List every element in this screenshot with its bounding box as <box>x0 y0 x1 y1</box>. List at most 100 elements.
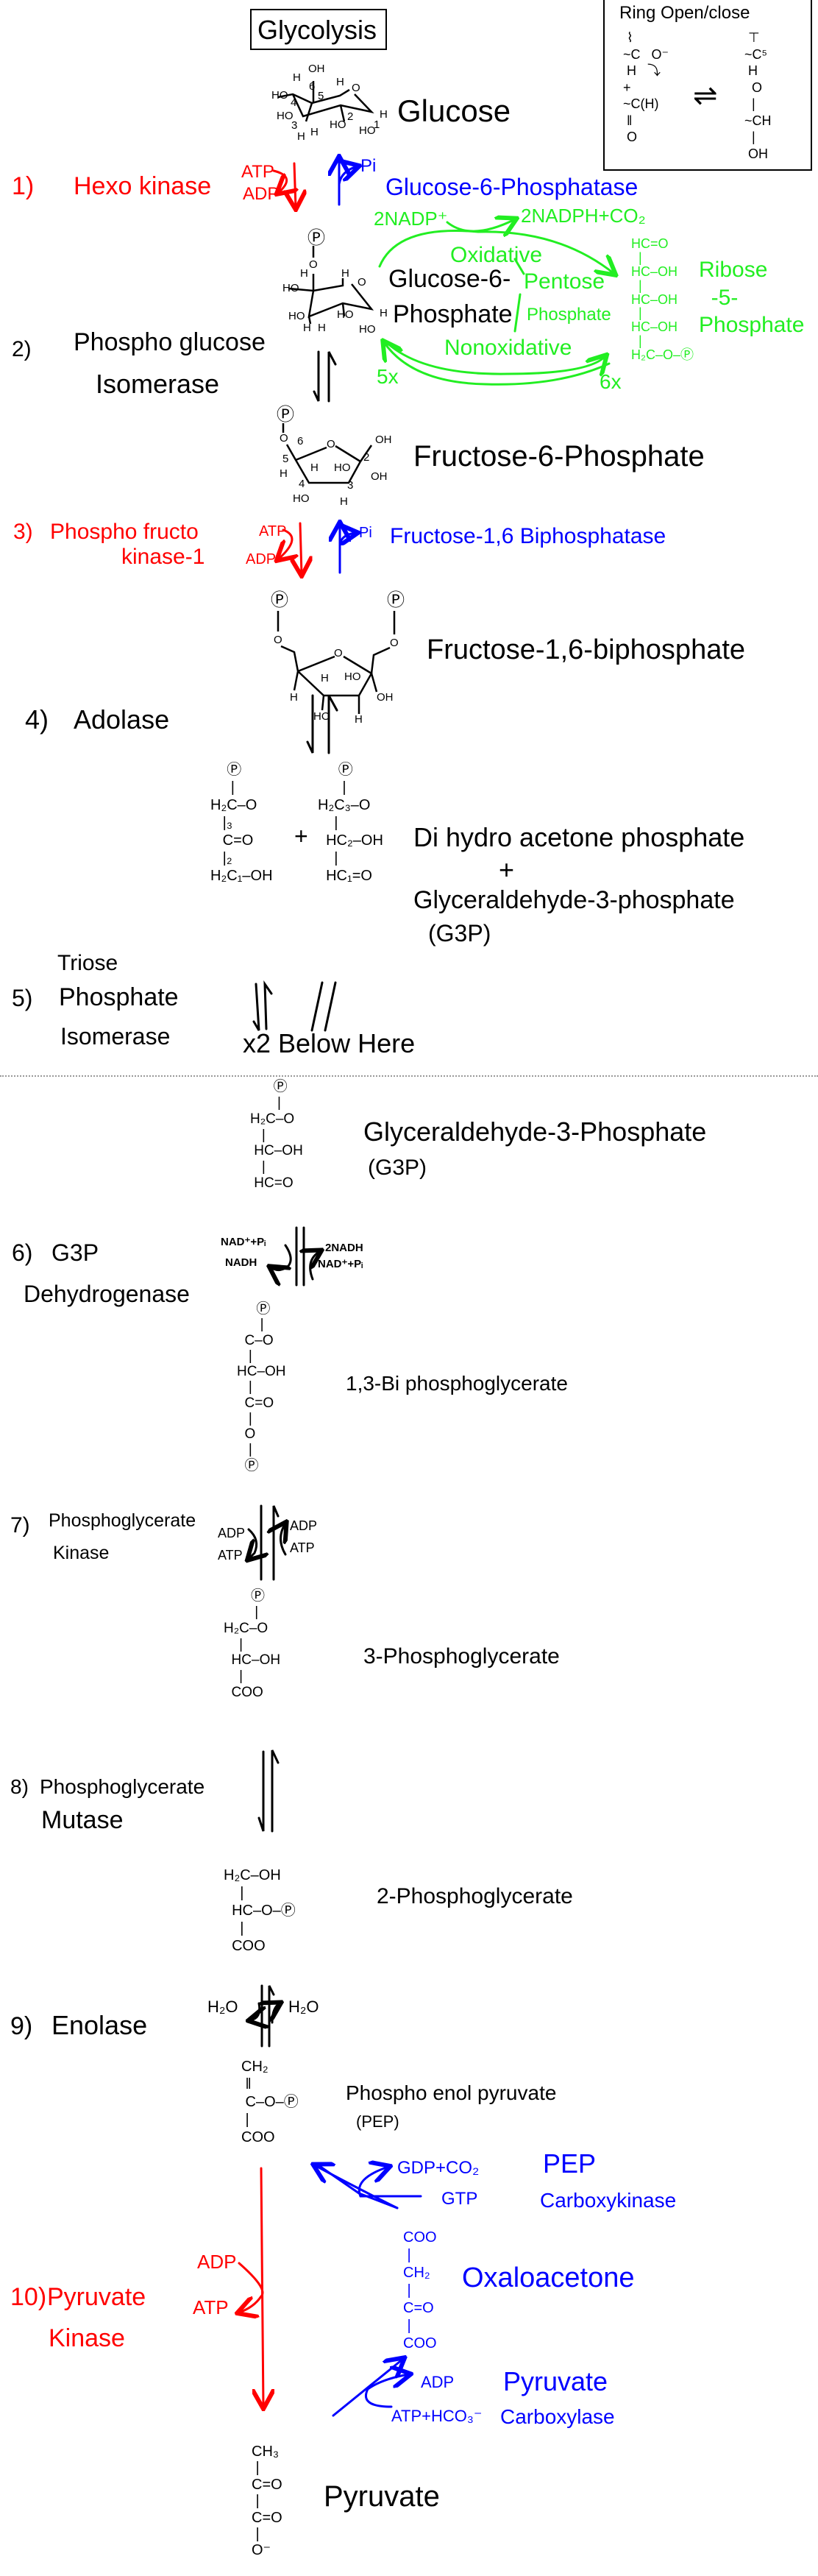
f6p-atom-label: 2 <box>363 451 370 464</box>
nonoxidative-arc-left <box>384 342 611 386</box>
h2o-in-label: H₂O <box>288 1998 319 2016</box>
adp-in-label-7: ADP <box>218 1526 246 1540</box>
g6p-atom-label: H <box>303 322 311 334</box>
pfk1-label-line2: kinase-1 <box>121 545 205 569</box>
nad-in-curve <box>271 1244 292 1270</box>
glucose-atom-label: H <box>297 130 305 143</box>
g3p-dehydrogenase-line2: Dehydrogenase <box>24 1281 190 1307</box>
adp-atp-curve-10 <box>239 2262 264 2313</box>
g3p-structure-a: Ⓟ | H₂C₃–O | HC₂–OH | HC₁=O <box>318 762 383 884</box>
g3p-label: Glyceraldehyde-3-phosphate <box>413 886 735 914</box>
fructose-bisphosphatase-label: Fructose-1,6 Biphosphatase <box>390 524 666 548</box>
pfk1-arrow <box>300 522 302 574</box>
g6p-atom-label: Ⓟ <box>307 228 325 248</box>
phosphoglycerate-kinase-line1: Phosphoglycerate <box>49 1510 196 1531</box>
bpg-label: 1,3-Bi phosphoglycerate <box>346 1372 568 1395</box>
phosphoglycerate-mutase-line2: Mutase <box>41 1806 124 1834</box>
atp-adp-curve-pc <box>365 2374 409 2408</box>
g3p-structure-b: Ⓟ | H₂C–O | HC–OH | HC=O <box>250 1079 303 1192</box>
glucose-atom-label: H <box>310 126 319 138</box>
eq-arrow-8 <box>257 1749 280 1833</box>
nonoxidative-label: Nonoxidative <box>444 336 572 360</box>
pi-release-curve-3 <box>340 533 356 546</box>
g6p-atom-label: H <box>300 267 308 280</box>
hexokinase-label: Hexo kinase <box>74 172 212 200</box>
eq-arrow-2 <box>313 350 337 403</box>
adp-label-10: ADP <box>197 2251 237 2273</box>
f6p-atom-label: 3 <box>347 479 354 492</box>
ribose-5-phosphate-structure: HC=O | HC–OH | HC–OH | HC–OH | H₂C–O–Ⓟ <box>631 236 694 363</box>
step-9-number: 9) <box>10 2012 33 2040</box>
gtp-label: GTP <box>441 2189 478 2209</box>
2pg-structure: H₂C–OH | HC–O–Ⓟ | COO <box>224 1867 296 1954</box>
gtp-gdp-curve <box>358 2167 422 2198</box>
adp-atp-rev-curve-7 <box>281 1524 286 1556</box>
pentose-label: Pentose <box>524 269 605 294</box>
nadp-label: 2NADP⁺ <box>374 208 448 230</box>
f6p-atom-label: OH <box>371 470 388 483</box>
oxaloacetate-label: Oxaloacetone <box>462 2262 635 2293</box>
f6p-atom-label: Ⓟ <box>277 405 294 425</box>
phosphoglycerate-mutase-line1: Phosphoglycerate <box>40 1775 205 1798</box>
g3p-label-b: Glyceraldehyde-3-Phosphate <box>363 1117 707 1147</box>
f16bp-label: Fructose-1,6-biphosphate <box>427 634 746 665</box>
adp-label: ADP <box>243 184 280 204</box>
glucose-label: Glucose <box>397 93 511 128</box>
pi-label: Pi <box>360 156 377 176</box>
h2o-out-label: H₂O <box>207 1998 238 2016</box>
nad-pi-in-label: NAD⁺+Pᵢ <box>221 1236 266 1248</box>
g3p-abbrev: (G3P) <box>428 920 491 946</box>
isomerase-label: Isomerase <box>96 369 220 399</box>
g6p-atom-label: H <box>341 267 349 280</box>
h2o-out-curve <box>250 2002 260 2020</box>
page-title: Glycolysis <box>257 15 377 45</box>
g3p-abbrev-b: (G3P) <box>368 1156 427 1180</box>
f6p-atom-label: H <box>340 495 348 508</box>
f6p-atom-label: 5 <box>282 453 289 465</box>
f6p-atom-label: O <box>280 432 288 445</box>
pc-label-line1: Pyruvate <box>503 2366 608 2396</box>
nadh-out-label: NADH <box>225 1256 257 1269</box>
phosphoglucose-label: Phospho glucose <box>74 328 266 356</box>
glucose-6-phosphatase-label: Glucose-6-Phosphatase <box>385 174 639 200</box>
glucose-atom-label: 2 <box>347 110 354 123</box>
nonoxidative-arc-right <box>383 339 605 374</box>
glucose-atom-label: HO <box>271 89 288 102</box>
pyruvate-label: Pyruvate <box>324 2480 440 2513</box>
eq-arrow-5 <box>252 980 273 1031</box>
2pg-label: 2-Phosphoglycerate <box>377 1884 573 1908</box>
nad-pi-out-label: NAD⁺+Pᵢ <box>318 1258 363 1270</box>
f6p-ring-bonds <box>282 423 373 484</box>
multiplier-6x: 6x <box>600 370 622 393</box>
g6p-atom-label: HO <box>288 310 305 322</box>
pentose-divider <box>513 258 525 333</box>
pepck-label-line1: PEP <box>543 2148 597 2179</box>
oxaloacetate-structure: COO | CH₂ | C=O | COO <box>403 2229 437 2352</box>
g6p-atom-label: HO <box>337 308 354 321</box>
glucose-atom-label: 6 <box>309 80 316 93</box>
ring-open-structure: ⌇ ~C O⁻ H ⤵ + ~C(H) ‖ O <box>623 30 669 144</box>
adp-label-3: ADP <box>246 551 277 567</box>
equilibrium-icon: ⇌ <box>693 79 718 112</box>
pi-label-3: Pi <box>359 525 372 541</box>
ring-box-title: Ring Open/close <box>619 3 750 23</box>
f6p-atom-label: HO <box>334 461 351 474</box>
f16bp-atom-label: OH <box>377 691 394 704</box>
glucose-atom-label: HO <box>277 110 294 122</box>
glucose-atom-label: H <box>380 108 388 121</box>
step-5-number: 5) <box>12 985 33 1011</box>
step-8-number: 8) <box>10 1775 29 1798</box>
step-3-number: 3) <box>13 520 33 544</box>
glucose-atom-label: 5 <box>318 90 324 102</box>
nadh-rev-curve <box>310 1251 320 1281</box>
f6p-atom-label: H <box>280 467 288 480</box>
pep-structure: CH₂ ‖ C–O–Ⓟ | COO <box>241 2059 299 2145</box>
glucose-ring-bonds <box>277 81 374 122</box>
glucose-atom-label: HO <box>330 118 346 131</box>
ribose-5-phosphate-label: Ribose -5- Phosphate <box>699 258 805 337</box>
step-4-number: 4) <box>25 704 49 735</box>
glucose-atom-label: HO <box>359 124 376 137</box>
adp-atp-curve-7 <box>249 1528 257 1559</box>
section-divider <box>0 1075 818 1077</box>
